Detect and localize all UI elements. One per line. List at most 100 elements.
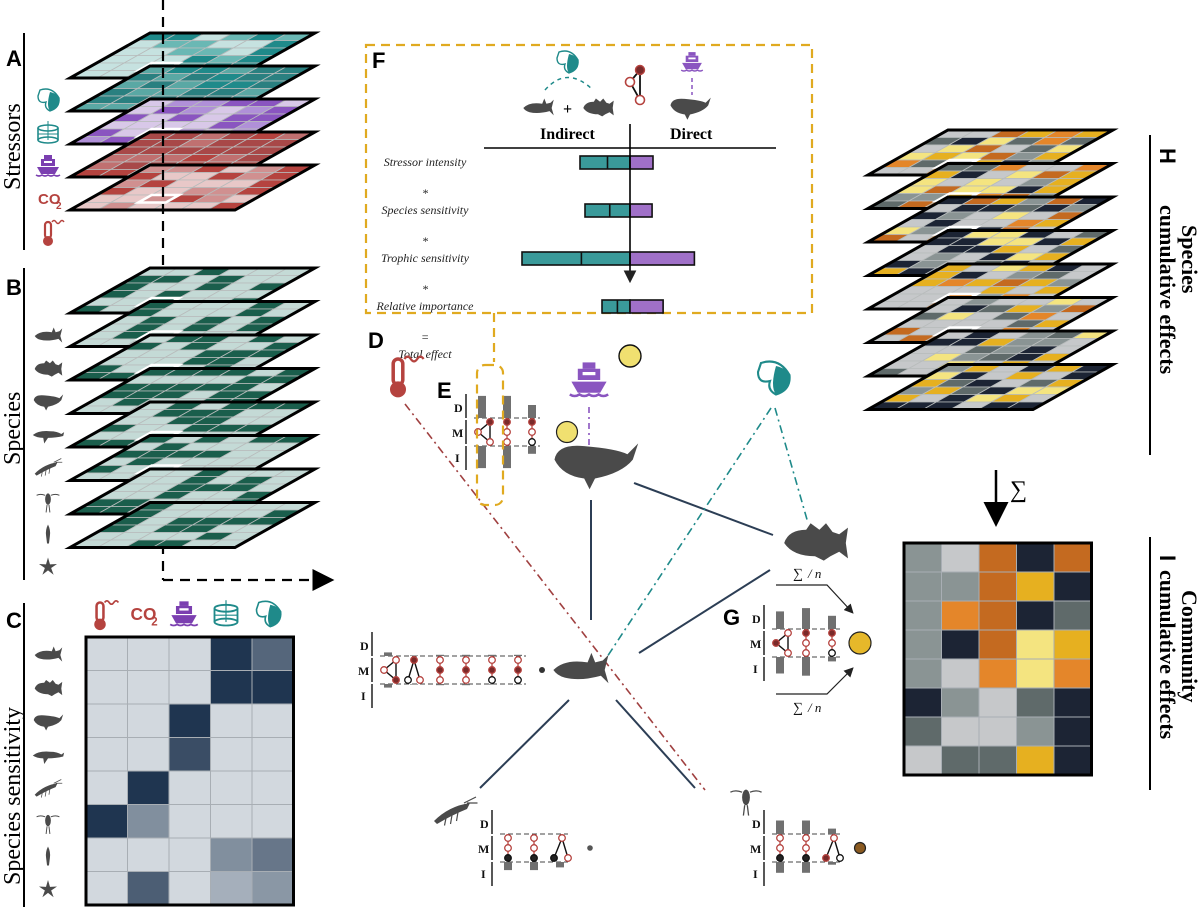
axis-label-i: I (753, 867, 758, 881)
axis-label-m: M (750, 637, 761, 651)
hypoxia-icon (37, 88, 60, 112)
sensitivity-cell (127, 770, 170, 805)
panel-f-frame (364, 43, 814, 315)
pelagic-fish-icon (523, 98, 554, 116)
species-legend-c (32, 646, 65, 898)
indirect-effect-bar (530, 862, 538, 871)
copepod-icon (730, 789, 762, 816)
panel-letter-a: A (6, 46, 22, 71)
focal-cell-highlight (133, 193, 184, 204)
layer-border (64, 501, 321, 549)
axis-label-d: D (480, 817, 489, 831)
community-cell (941, 658, 980, 689)
beluga-icon (670, 97, 711, 120)
cod-icon (784, 523, 848, 561)
sensitivity-cell (85, 636, 128, 671)
species-title: Species (0, 392, 26, 465)
indirect-effect-bar (436, 684, 444, 686)
motif-chain-bot (504, 834, 512, 862)
direct-bar (629, 203, 653, 218)
sensitivity-cell (168, 703, 211, 738)
sensitivity-matrix (84, 635, 295, 907)
sensitivity-cell (251, 670, 294, 705)
panel-g-motifs: DMI∑/ n∑/ n (750, 566, 872, 716)
sensitivity-cell (168, 770, 211, 805)
indirect-effect-bar (462, 684, 470, 686)
panel-b: B Species (0, 266, 321, 580)
stressors-title: Stressors (0, 103, 26, 190)
community-cell (941, 629, 980, 660)
sensitivity-cell (251, 703, 294, 738)
direct-heading: Direct (670, 126, 713, 143)
sensitivity-cell (168, 670, 211, 705)
panel-a: A Stressors CO2 (0, 31, 321, 250)
direct-effect-bar (462, 654, 470, 656)
sensitivity-cell (85, 670, 128, 705)
co2-icon: CO2 (38, 191, 62, 212)
layer-border (862, 363, 1119, 411)
hypoxia-stressor-link-cod (774, 407, 809, 524)
indirect-link (544, 76, 594, 91)
community-cell (903, 629, 942, 660)
sensitivity-cell (210, 804, 253, 839)
sensitivity-cell (251, 871, 294, 906)
axis-label-i: I (753, 662, 758, 676)
community-cell (1016, 745, 1055, 776)
beluga-effects: DMI (452, 394, 579, 470)
direct-bar (629, 251, 696, 266)
sensitivity-cell (127, 703, 170, 738)
indirect-effect-bar (802, 862, 810, 873)
community-cell (1053, 716, 1092, 747)
direct-effect-bar (488, 654, 496, 656)
motif-chain-mid (462, 656, 470, 684)
direct-effect-bar (503, 395, 511, 418)
indirect-bar (521, 251, 631, 266)
motif-chain-top-black (528, 418, 536, 446)
motif-fork (404, 656, 424, 684)
indirect-effect-bar (802, 657, 810, 676)
sensitivity-cell (85, 804, 128, 839)
factor-label: Relative importance (376, 299, 475, 313)
panel-e: E DMI (437, 363, 579, 507)
community-cell (1053, 600, 1092, 631)
community-cell (978, 542, 1017, 573)
motif-tri-bot-dark (380, 656, 400, 684)
axis-label-d: D (752, 612, 761, 626)
panel-letter-g: G (723, 605, 740, 630)
trophic-link (615, 699, 696, 789)
ship-icon (680, 52, 704, 72)
sum-bottom-symbol: ∑ (793, 701, 803, 716)
plus-sign: + (563, 101, 572, 118)
panel-letter-d: D (368, 328, 384, 353)
indirect-effect-bar (410, 684, 418, 685)
total-effect-circle (853, 841, 867, 855)
indirect-effect-bar (556, 862, 564, 868)
sensitivity-cell (251, 804, 294, 839)
total-effect-circle (848, 631, 872, 655)
direct-effect-bar (828, 615, 836, 629)
community-cell (903, 687, 942, 718)
direct-effect-bar (776, 820, 784, 834)
axis-label-d: D (454, 401, 463, 415)
indirect-effect-bar (504, 862, 512, 871)
axis-label-m: M (358, 664, 369, 678)
motif-tri (474, 418, 494, 446)
axis-label-i: I (361, 689, 366, 703)
hypoxia-stressor-link-pelagic (604, 407, 772, 661)
ship-icon (169, 601, 199, 627)
layer-border (64, 163, 321, 212)
svg-text:CO: CO (131, 604, 157, 624)
direct-effect-bar (802, 608, 810, 629)
species-layer (64, 501, 321, 549)
krill-effects: DMI (478, 810, 593, 886)
beluga-icon (33, 714, 64, 731)
community-matrix-border (902, 541, 1093, 777)
motif-chain-mid (436, 656, 444, 684)
motif-fork-bot (550, 834, 572, 862)
axis-label-i: I (455, 451, 460, 465)
sensitivity-cell (251, 737, 294, 772)
panel-h: H Species cumulative effects (862, 128, 1200, 455)
